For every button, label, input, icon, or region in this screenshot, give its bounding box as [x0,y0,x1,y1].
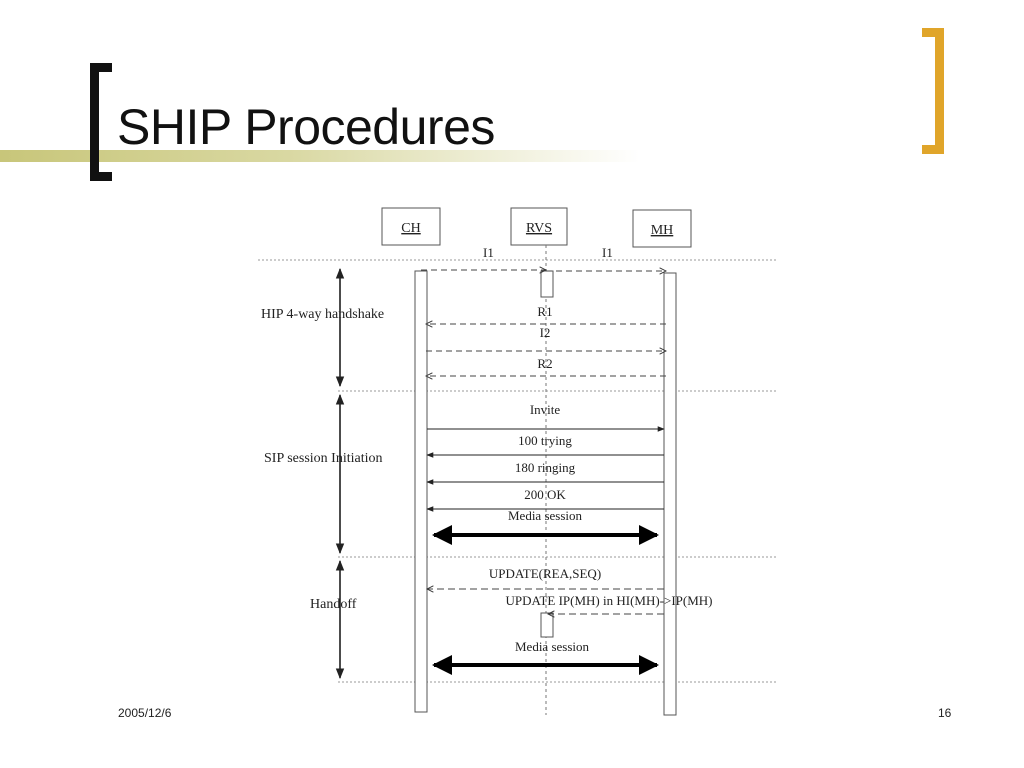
phase-label-handoff: Handoff [310,597,357,612]
left-bracket-decoration [90,63,112,181]
lifeline-mh [663,272,677,716]
footer-date: 2005/12/6 [118,706,172,720]
msg-100-trying-label: 100 trying [518,433,572,448]
right-bracket-decoration [922,28,944,154]
msg-r2-label: R2 [537,356,552,371]
entity-ch-label: CH [401,221,420,236]
entity-ch: CH [381,207,441,246]
phase-label-hip: HIP 4-way handshake [261,307,384,322]
title-underline-bar [0,150,640,162]
sequence-diagram-svg: CH RVS MH HIP 4-way handshake SIP sessio… [258,207,778,716]
slide-title: SHIP Procedures [117,99,495,155]
msg-r1-label: R1 [537,304,552,319]
entity-mh-label: MH [651,223,674,238]
msg-i1-left-label: I1 [483,245,494,260]
entity-rvs: RVS [510,207,568,246]
msg-update-rea-label: UPDATE(REA,SEQ) [489,566,601,581]
footer-page-number: 16 [938,706,952,720]
phase-label-sip: SIP session Initiation [264,451,383,466]
entity-rvs-label: RVS [526,221,552,236]
rvs-activation-1 [540,270,554,298]
rvs-activation-2 [540,612,554,638]
msg-i2-label: I2 [540,325,551,340]
entity-mh: MH [632,209,692,248]
sequence-diagram: CH RVS MH HIP 4-way handshake SIP sessio… [258,203,778,720]
media-session-2-label: Media session [515,639,590,654]
msg-invite-label: Invite [530,402,561,417]
msg-update-ip-label: UPDATE IP(MH) in HI(MH)->IP(MH) [505,593,712,608]
msg-180-ringing-label: 180 ringing [515,460,576,475]
media-session-1-label: Media session [508,508,583,523]
msg-200-ok-label: 200 OK [524,487,566,502]
msg-i1-right-label: I1 [602,245,613,260]
lifeline-ch [414,270,428,713]
